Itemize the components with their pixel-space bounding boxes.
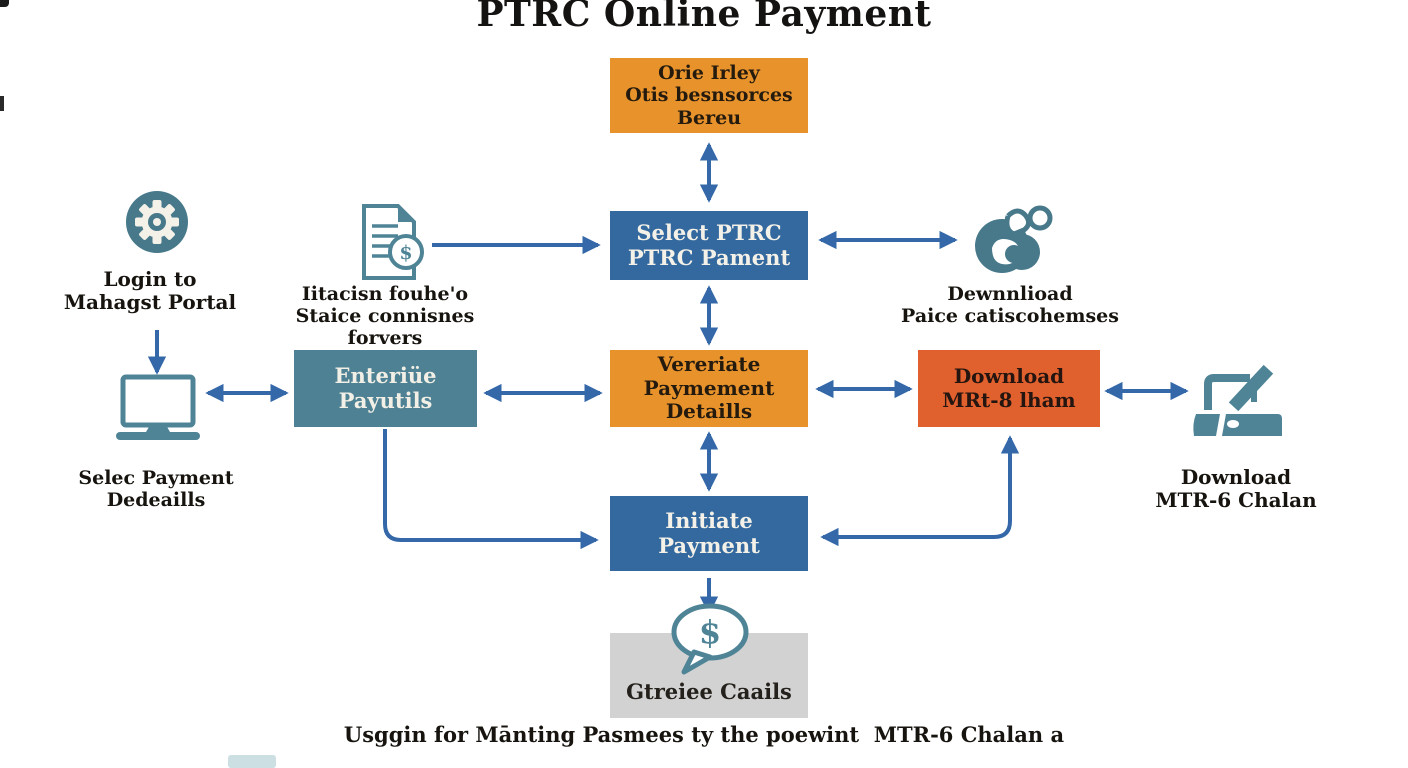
box-verify-payment: Vereriate Paymement Detaills: [610, 350, 808, 427]
label-login-line2: Mahagst Portal: [63, 290, 237, 315]
artifact-mark: [0, 0, 9, 7]
label-download-notice: Dewnnlioad Paice catiscohemses: [895, 283, 1125, 327]
laptop-stylus-icon: [1192, 362, 1288, 440]
page-title: PTRC Online Payment: [476, 0, 932, 35]
box-initiate-line1: Initiate: [665, 507, 753, 533]
label-download-notice-line1: Dewnnlioad: [947, 283, 1073, 305]
box-select-ptrc: Select PTRC PTRC Pament: [610, 211, 808, 280]
box-enter-line2: Payutils: [338, 387, 433, 413]
label-select-payment-line2: Dedeaills: [106, 489, 206, 512]
label-instructions-line2: Staice connisnes forvers: [295, 305, 475, 350]
label-select-payment: Selec Payment Dedeaills: [61, 467, 251, 511]
box-receive-challan: Gtreiee Caails: [610, 633, 808, 718]
box-download-mrt-line2: MRt-8 lham: [942, 387, 1076, 412]
box-receive-line1: Gtreiee Caails: [626, 679, 792, 705]
box-portal-line2: Otis besnsorces Bereu: [625, 84, 793, 129]
box-select-ptrc-line2: PTRC Pament: [627, 244, 791, 270]
box-verify-line1: Vereriate: [657, 352, 761, 377]
label-download-notice-line2: Paice catiscohemses: [901, 305, 1119, 328]
computer-icon: [114, 374, 202, 442]
box-portal-line1: Orie Irley: [658, 61, 760, 84]
cloud-icon: [968, 200, 1056, 280]
artifact-mark: [228, 755, 276, 768]
box-verify-line3: Detaills: [665, 399, 753, 424]
box-initiate-line2: Payment: [658, 532, 760, 558]
label-login: Login to Mahagst Portal: [55, 267, 245, 315]
document-dollar-glyph: $: [399, 242, 412, 264]
box-initiate-payment: Initiate Payment: [610, 496, 808, 571]
box-enter-payroll: Enteriüe Payutils: [294, 350, 477, 427]
document-dollar-icon: $: [358, 202, 430, 284]
label-select-payment-line1: Selec Payment: [78, 467, 234, 489]
artifact-mark: [0, 96, 4, 111]
label-instructions-line1: Iitacisn fouhe'o: [301, 283, 469, 305]
box-enter-line1: Enteriüe: [334, 362, 437, 388]
box-portal: Orie Irley Otis besnsorces Bereu: [610, 58, 808, 133]
label-download-challan-line2: MTR-6 Chalan: [1155, 488, 1317, 513]
label-login-line1: Login to: [103, 267, 197, 291]
label-instructions: Iitacisn fouhe'o Staice connisnes forver…: [270, 283, 500, 349]
bubble-dollar-glyph: $: [699, 613, 721, 651]
label-download-challan: Download MTR-6 Chalan: [1140, 465, 1332, 513]
box-select-ptrc-line1: Select PTRC: [636, 219, 782, 245]
box-download-mrt-line1: Download: [953, 363, 1065, 388]
box-verify-line2: Paymement: [643, 375, 775, 400]
box-download-mrt: Download MRt-8 lham: [918, 350, 1100, 427]
gear-icon: [125, 190, 189, 254]
dollar-speech-bubble-icon: $: [664, 602, 756, 678]
label-download-challan-line1: Download: [1180, 465, 1292, 489]
footer-caption: Usggin for Mānting Pasmees ty the poewin…: [343, 722, 1065, 747]
